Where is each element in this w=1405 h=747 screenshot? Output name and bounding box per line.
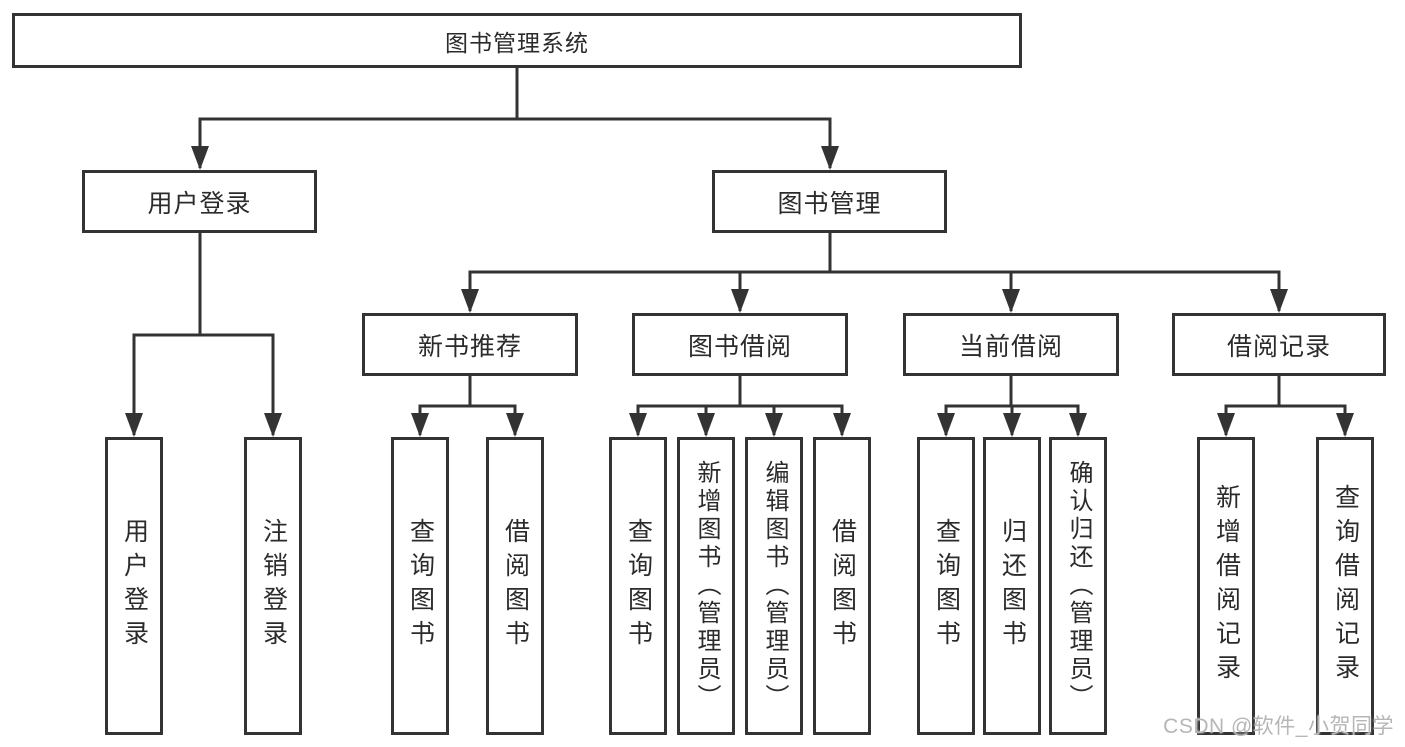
leaf-user-login: 用户登录 [105,437,163,735]
connector-newbook-split [418,404,517,435]
connector-records-split [1224,404,1347,435]
arrowhead-icon [1270,289,1288,313]
arrowhead-icon [1069,413,1087,437]
leaf-query-borrow-record: 查询借阅记录 [1316,437,1374,735]
leaf-label: 用户登录 [120,518,149,654]
node-book-management: 图书管理 [712,170,947,233]
arrowhead-icon [125,413,143,437]
arrowhead-icon [765,413,783,437]
leaf-add-book-admin: 新增图书（管理员） [677,437,735,735]
arrowhead-icon [506,413,524,437]
connector-userlogin-split [132,333,275,435]
leaf-label: 查询图书 [406,518,435,654]
csdn-watermark: CSDN @软件_小贺同学 [1163,715,1394,738]
arrowhead-icon [1002,289,1020,313]
arrowhead-icon [1217,413,1235,437]
leaf-label: 新增图书（管理员） [693,460,720,712]
arrowhead-icon [629,413,647,437]
arrowhead-icon [731,289,749,313]
leaf-label: 查询图书 [624,518,653,654]
arrowhead-icon [1003,413,1021,437]
leaf-return-book: 归还图书 [983,437,1041,735]
node-label: 借阅记录 [1226,332,1331,361]
arrowhead-icon [697,413,715,437]
arrowhead-icon [264,413,282,437]
node-borrow-records: 借阅记录 [1172,313,1386,376]
node-label: 图书管理 [777,189,882,218]
connector-level2-branch [198,117,832,168]
arrowhead-icon [461,289,479,313]
leaf-borrow-books-recommend: 借阅图书 [486,437,544,735]
arrowhead-icon [191,146,209,170]
leaf-label: 借阅图书 [501,518,530,654]
node-root-system: 图书管理系统 [12,13,1022,68]
node-user-login: 用户登录 [82,170,317,233]
node-label: 图书借阅 [687,332,792,361]
arrowhead-icon [821,146,839,170]
leaf-label: 确认归还（管理员） [1065,460,1092,712]
arrowhead-icon [411,413,429,437]
connector-lines [132,68,1347,435]
leaf-borrow-books: 借阅图书 [813,437,871,735]
leaf-query-books-borrow: 查询图书 [609,437,667,735]
node-label: 新书推荐 [417,332,522,361]
leaf-label: 编辑图书（管理员） [761,460,788,712]
leaf-label: 查询借阅记录 [1331,484,1360,688]
arrowhead-icon [937,413,955,437]
leaf-label: 注销登录 [259,518,288,654]
leaf-query-books-recommend: 查询图书 [391,437,449,735]
arrowhead-icon [833,413,851,437]
leaf-label: 新增借阅记录 [1212,484,1241,688]
node-current-borrow: 当前借阅 [903,313,1119,376]
leaf-label: 借阅图书 [828,518,857,654]
node-label: 当前借阅 [958,332,1063,361]
connector-level3-branch [468,270,1281,311]
leaf-confirm-return-admin: 确认归还（管理员） [1049,437,1107,735]
leaf-label: 归还图书 [998,518,1027,654]
arrowheads [125,146,1354,437]
leaf-add-borrow-record: 新增借阅记录 [1197,437,1255,735]
leaf-query-books-current: 查询图书 [917,437,975,735]
node-new-book-recommend: 新书推荐 [362,313,578,376]
leaf-logout: 注销登录 [244,437,302,735]
leaf-label: 查询图书 [932,518,961,654]
node-label: 用户登录 [147,189,252,218]
leaf-edit-book-admin: 编辑图书（管理员） [745,437,803,735]
arrowhead-icon [1336,413,1354,437]
connector-bookborrow-split [636,404,844,435]
node-book-borrow: 图书借阅 [632,313,848,376]
node-label: 图书管理系统 [445,29,589,56]
